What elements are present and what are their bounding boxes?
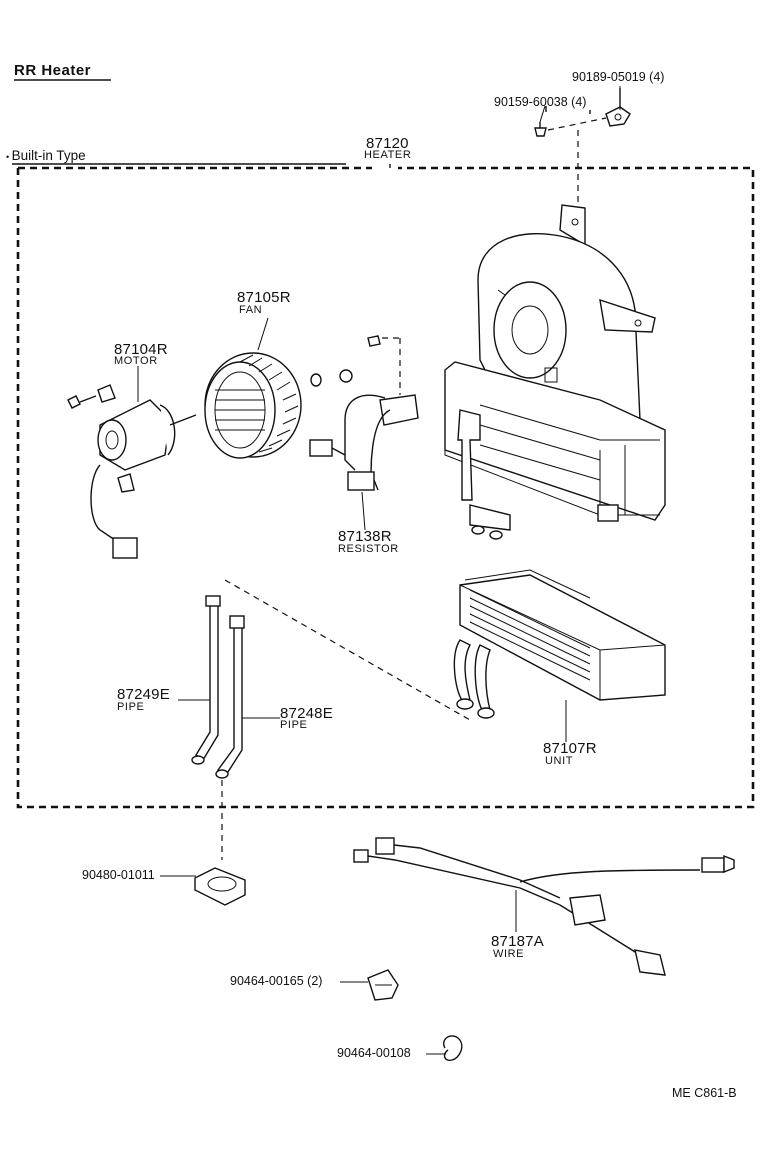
part-name-unit: UNIT [545, 755, 574, 767]
part-number-87120: 87120 [366, 135, 409, 152]
motor-87104 [67, 384, 197, 559]
part-number-87105: 87105R [237, 289, 291, 306]
pipe-87248 [215, 615, 245, 779]
fan-87105 [204, 352, 353, 459]
part-name-wire: WIRE [493, 948, 525, 960]
part-number-90464-00165: 90464-00165 (2) [230, 974, 323, 988]
part-name-fan: FAN [239, 304, 263, 316]
part-name-resistor: RESISTOR [338, 543, 399, 555]
screw-90159 [534, 106, 607, 137]
pipe-87249 [191, 595, 221, 765]
part-name-pipe-87248: PIPE [280, 719, 308, 731]
diagram-code: ME C861-B [672, 1086, 737, 1100]
part-number-90189: 90189-05019 (4) [572, 70, 665, 84]
heater-assembly-boundary [12, 163, 755, 809]
variant-label: • Built-in Type [6, 148, 86, 163]
variant-text: Built-in Type [11, 148, 86, 163]
resistor-87138 [309, 335, 419, 491]
part-number-90480: 90480-01011 [82, 868, 155, 882]
clamp-90464-00108 [443, 1035, 463, 1062]
part-number-87248: 87248E [280, 705, 333, 722]
part-name-motor: MOTOR [114, 355, 158, 367]
part-number-87104: 87104R [114, 341, 168, 358]
heater-housing-87120 [444, 204, 666, 540]
part-name-pipe-87249: PIPE [117, 701, 145, 713]
part-number-87187: 87187A [491, 933, 544, 950]
heater-unit-87107 [453, 569, 666, 719]
part-number-90159: 90159-60038 (4) [494, 95, 587, 109]
bracket-nut-90189 [605, 88, 631, 127]
diagram-title: RR Heater [14, 62, 92, 79]
clamp-90464-00165 [367, 969, 399, 1001]
wire-harness-87187 [353, 837, 735, 976]
part-number-90464-00108: 90464-00108 [337, 1046, 411, 1060]
part-number-87138: 87138R [338, 528, 392, 545]
leader-lines [137, 86, 621, 1055]
part-number-87107: 87107R [543, 740, 597, 757]
part-number-87249: 87249E [117, 686, 170, 703]
part-name-heater: HEATER [364, 149, 412, 161]
grommet-90480 [194, 867, 246, 906]
leader-pipe-unit [224, 579, 471, 721]
